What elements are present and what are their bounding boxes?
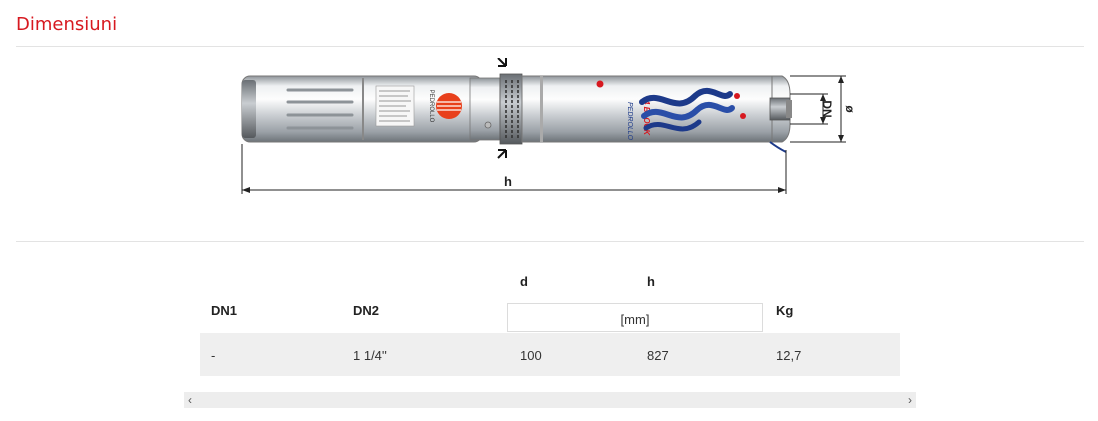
unit-cell: [mm]	[507, 303, 763, 332]
cell-dn2: 1 1/4''	[353, 348, 387, 363]
header-kg: Kg	[776, 303, 794, 318]
header-d: d	[520, 274, 528, 289]
rotation-arrow-icon	[497, 149, 507, 159]
header-dn2: DN2	[353, 303, 380, 318]
coupling-section	[469, 77, 501, 141]
cell-dn1: -	[211, 348, 216, 363]
dn-dim-label: DN	[820, 100, 834, 117]
svg-text:PEDROLLO: PEDROLLO	[626, 102, 633, 141]
height-dim-label: h	[504, 174, 512, 189]
horizontal-scrollbar[interactable]: ‹ ›	[184, 392, 916, 408]
rotation-arrow-icon	[497, 58, 507, 67]
pump-hydraulic-body: PEDROLLO 4 BLOCK	[521, 75, 773, 143]
cell-d: 100	[520, 348, 542, 363]
divider-top	[16, 46, 1084, 47]
divider-middle	[16, 241, 1084, 242]
svg-text:PEDROLLO: PEDROLLO	[428, 90, 434, 123]
pump-dimension-diagram: PEDROLLO PEDROLLO 4 BLOCK	[241, 58, 857, 194]
brand-logo	[436, 93, 462, 119]
intake-grid	[499, 73, 523, 145]
scroll-left-icon[interactable]: ‹	[188, 393, 192, 407]
dimensions-table: d h DN1 DN2 [mm] Kg - 1 1/4'' 100 827 12…	[200, 262, 900, 376]
table-row	[200, 333, 900, 376]
header-dn1: DN1	[211, 303, 238, 318]
unit-label: [mm]	[620, 312, 650, 327]
section-title: Dimensiuni	[16, 14, 118, 35]
header-h: h	[647, 274, 655, 289]
pump-motor-body	[241, 75, 483, 143]
rating-plate: PEDROLLO	[375, 85, 434, 127]
diameter-dim-label: ø	[843, 105, 857, 113]
scroll-right-icon[interactable]: ›	[908, 393, 912, 407]
cell-kg: 12,7	[776, 348, 802, 363]
cell-h: 827	[647, 348, 669, 363]
outlet-head	[769, 75, 792, 153]
